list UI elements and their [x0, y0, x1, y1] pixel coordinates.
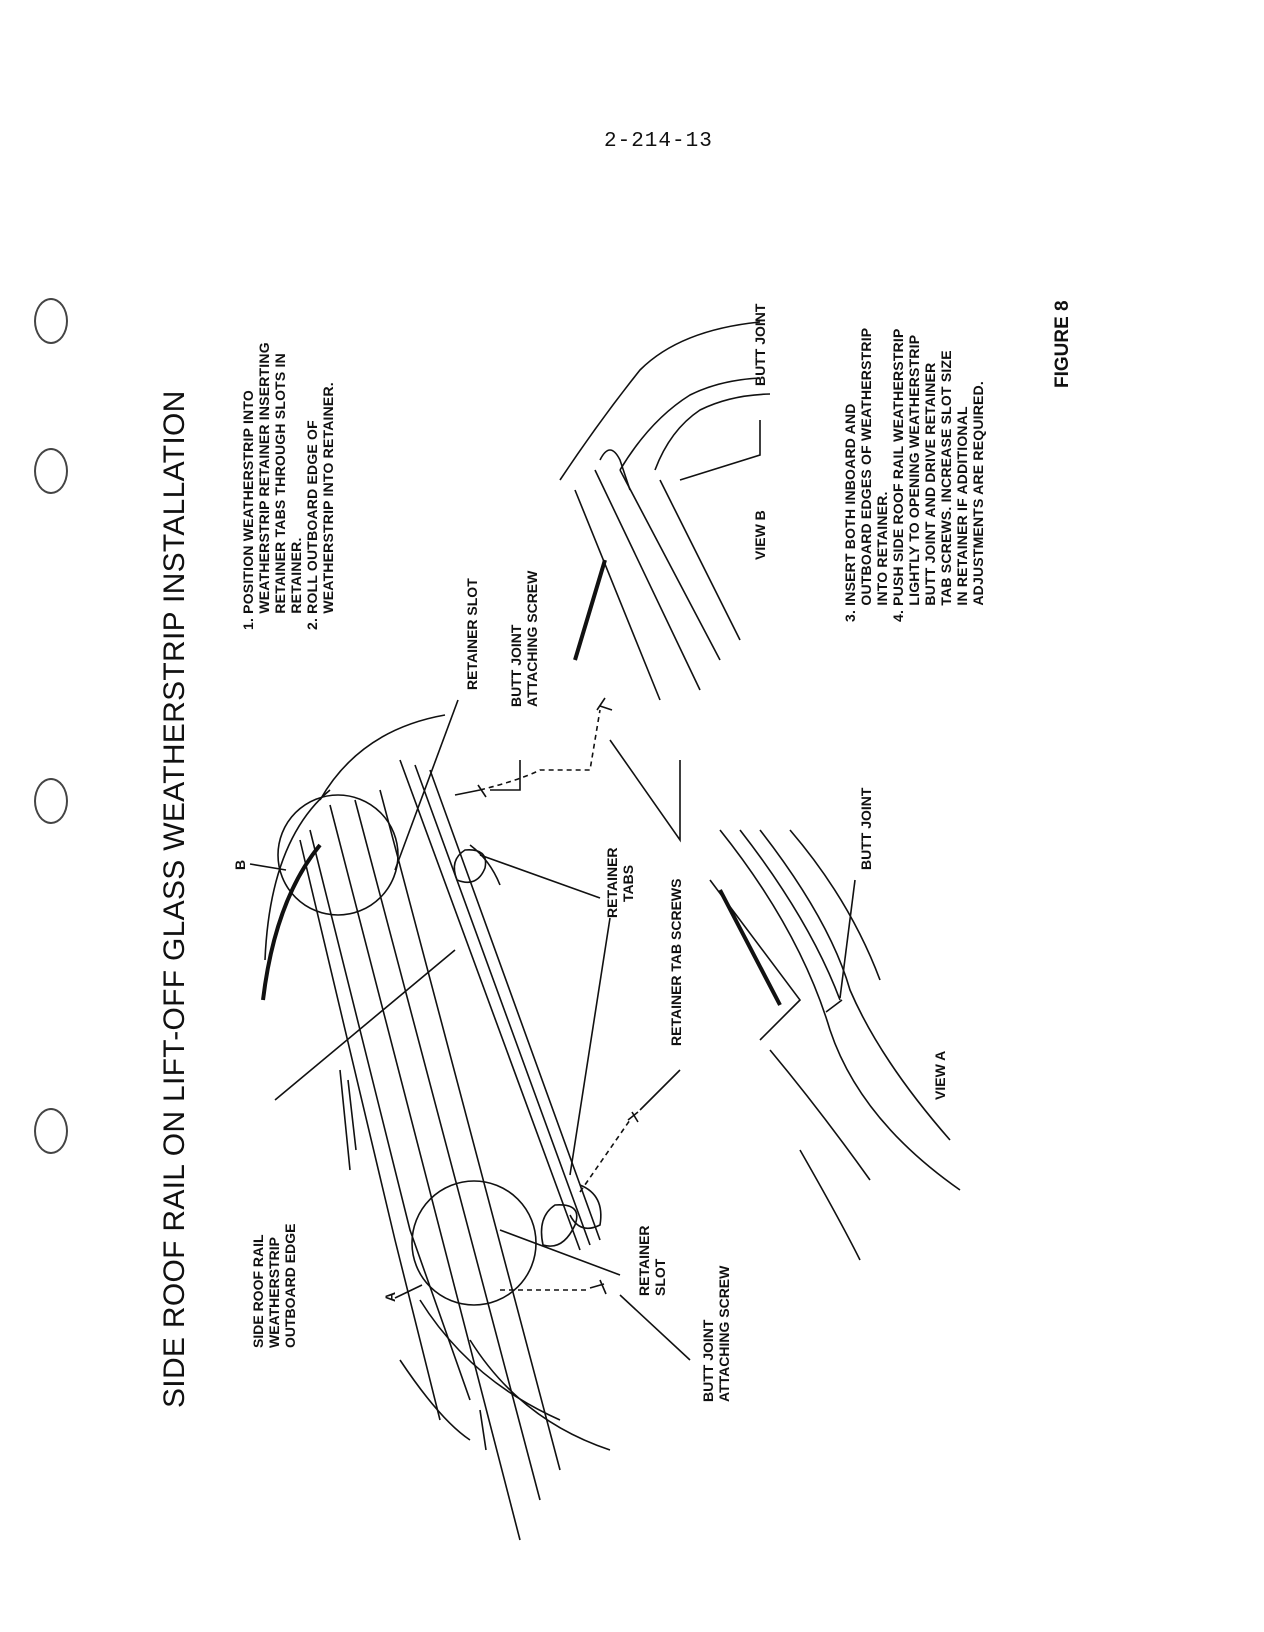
view-a-outline: [709, 879, 802, 1041]
roof-rail-outline: [329, 804, 521, 1541]
callout-leader: [249, 863, 287, 871]
view-a-outline: [719, 829, 961, 1191]
butt-joint-screw-top: [454, 784, 487, 798]
view-b-dark: [573, 559, 607, 661]
roof-rail-outline: [299, 839, 441, 1421]
hatch-mark: [339, 1069, 357, 1171]
binder-hole: [34, 778, 68, 824]
view-a-joint: [825, 999, 843, 1013]
view-a-outline: [759, 829, 951, 1141]
view-b-joint: [599, 449, 631, 491]
roof-sweep-dark: [261, 843, 322, 1001]
roof-rail-outline: [354, 799, 541, 1501]
hatch-mark: [479, 1409, 487, 1451]
view-b-outline: [659, 479, 741, 641]
arrow-butt-joint-bottom: [619, 1294, 691, 1361]
roof-rail-outline: [309, 829, 471, 1401]
roof-rail-outline: [399, 759, 581, 1251]
retainer-tab: [540, 1204, 578, 1247]
arrow-retainer-slot-bottom: [499, 1229, 621, 1276]
arrow-outboard-edge: [274, 949, 456, 1101]
roof-sweep: [264, 789, 331, 961]
binder-hole: [34, 298, 68, 344]
arrow-tabs: [479, 854, 601, 899]
binder-hole: [34, 1108, 68, 1154]
view-a-leader: [839, 879, 856, 999]
arrow-butt-joint-top: [490, 760, 521, 791]
view-a-dark: [718, 889, 782, 1006]
view-b-outline: [559, 321, 761, 481]
view-a-outline: [799, 1149, 861, 1261]
roof-curve-bottom: [469, 1339, 611, 1451]
view-b-leader: [679, 420, 761, 481]
roof-rail-outline: [429, 769, 601, 1241]
roof-curve-bottom: [419, 1299, 561, 1421]
detail-circle-a: [411, 1180, 537, 1306]
detail-circle-b: [277, 794, 399, 916]
view-b-outline: [574, 489, 661, 701]
view-b-outline: [619, 377, 761, 471]
dashed-line: [479, 709, 601, 791]
retainer-tab-screw-top: [596, 697, 613, 711]
binder-hole: [34, 448, 68, 494]
roof-sweep: [319, 714, 446, 801]
arrow-tab-screws-top: [609, 739, 681, 843]
roof-curve-bottom: [399, 1359, 471, 1441]
view-b-outline: [619, 469, 721, 661]
arrow-tabs: [569, 917, 611, 1176]
retainer-tab: [469, 844, 501, 886]
roof-rail-outline: [414, 764, 591, 1246]
view-a-outline: [769, 1049, 871, 1181]
arrow-retainer-slot: [394, 699, 459, 871]
arrow-tab-screws-bottom: [639, 1069, 681, 1111]
roof-rail-outline: [379, 789, 561, 1471]
dashed-line: [579, 1119, 631, 1193]
view-a-outline: [739, 829, 841, 1001]
view-a-outline: [789, 829, 881, 981]
retainer-tab-screw-bottom: [627, 1111, 639, 1123]
page-number: 2-214-13: [604, 130, 713, 153]
callout-leader: [394, 1284, 423, 1299]
retainer-tab: [453, 849, 487, 884]
retainer-tab: [569, 1184, 602, 1230]
butt-joint-screw-bottom: [589, 1279, 607, 1295]
view-b-outline: [654, 393, 771, 471]
view-b-outline: [594, 469, 701, 691]
